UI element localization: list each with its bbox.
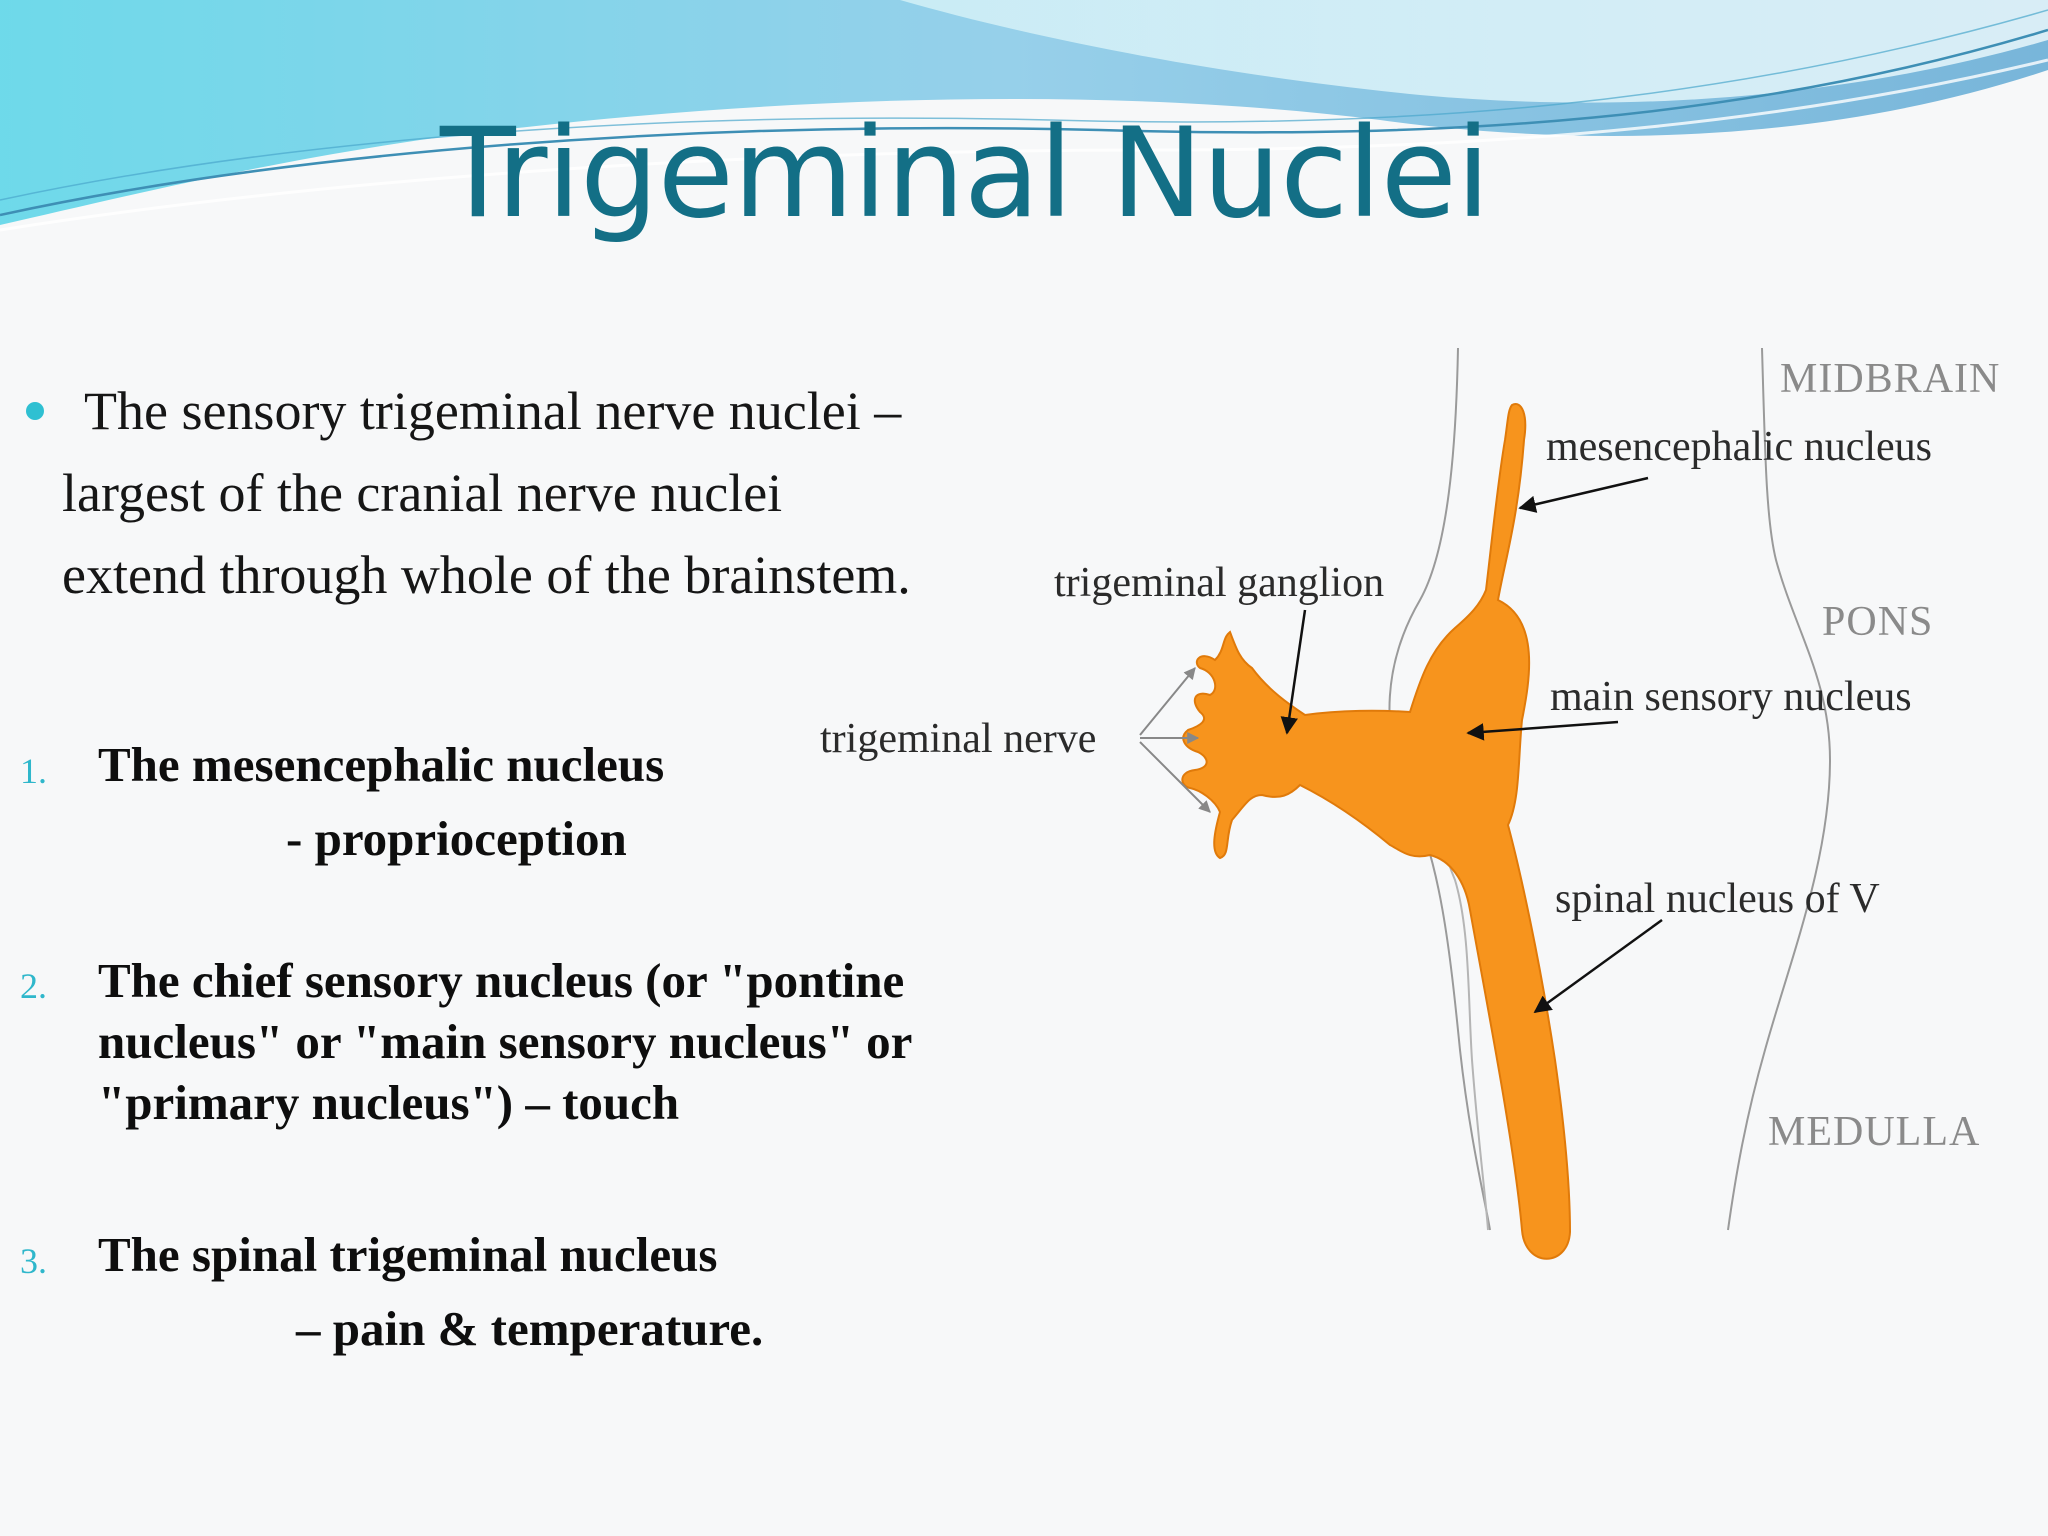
nerve-pointer-bottom: [1139, 741, 1211, 813]
list-item-function: "primary nucleus") – touch: [98, 1075, 680, 1130]
region-label-medulla: MEDULLA: [1768, 1109, 1980, 1155]
brainstem-outline-right: [1727, 347, 1832, 1231]
list-number: 1.: [20, 751, 47, 791]
intro-line: largest of the cranial nerve nuclei: [62, 463, 783, 523]
ganglion-pointer: [1280, 609, 1307, 735]
region-label-midbrain: MIDBRAIN: [1780, 356, 2000, 402]
label-trigeminal-ganglion: trigeminal ganglion: [1054, 560, 1384, 606]
label-trigeminal-nerve: trigeminal nerve: [820, 716, 1096, 762]
label-mesencephalic-nucleus: mesencephalic nucleus: [1546, 424, 1932, 470]
mesencephalic-pointer: [1518, 476, 1649, 513]
list-number: 3.: [20, 1241, 47, 1281]
list-item-spinal: 3. The spinal trigeminal nucleus – pain …: [0, 1218, 1040, 1366]
list-item-function: - proprioception: [286, 811, 627, 866]
wave-banner: [0, 0, 2048, 232]
list-item-heading: The chief sensory nucleus (or "pontine: [98, 953, 905, 1008]
intro-bullet: The sensory trigeminal nerve nuclei – la…: [22, 370, 1032, 616]
trigeminal-nucleus-shape: [1181, 403, 1572, 1260]
intro-line: extend through whole of the brainstem.: [62, 545, 911, 605]
intro-line: The sensory trigeminal nerve nuclei –: [84, 381, 902, 441]
list-item-heading: The spinal trigeminal nucleus: [98, 1227, 718, 1282]
slide-title: Trigeminal Nuclei: [440, 102, 1490, 246]
list-item-heading: nucleus" or "main sensory nucleus" or: [98, 1014, 913, 1069]
list-number: 2.: [20, 966, 47, 1006]
region-label-pons: PONS: [1822, 599, 1933, 645]
label-spinal-nucleus: spinal nucleus of V: [1555, 876, 1880, 922]
list-item-heading: The mesencephalic nucleus: [98, 737, 665, 792]
list-item-mesencephalic: 1. The mesencephalic nucleus - proprioce…: [0, 728, 1040, 876]
label-main-sensory-nucleus: main sensory nucleus: [1550, 674, 1912, 720]
list-item-chief-sensory: 2. The chief sensory nucleus (or "pontin…: [0, 950, 1040, 1133]
spinal-pointer: [1533, 918, 1663, 1014]
nerve-pointer-top: [1139, 667, 1196, 736]
main-sensory-pointer: [1466, 720, 1619, 741]
list-item-function: – pain & temperature.: [296, 1301, 764, 1356]
bullet-dot-icon: [26, 402, 44, 420]
